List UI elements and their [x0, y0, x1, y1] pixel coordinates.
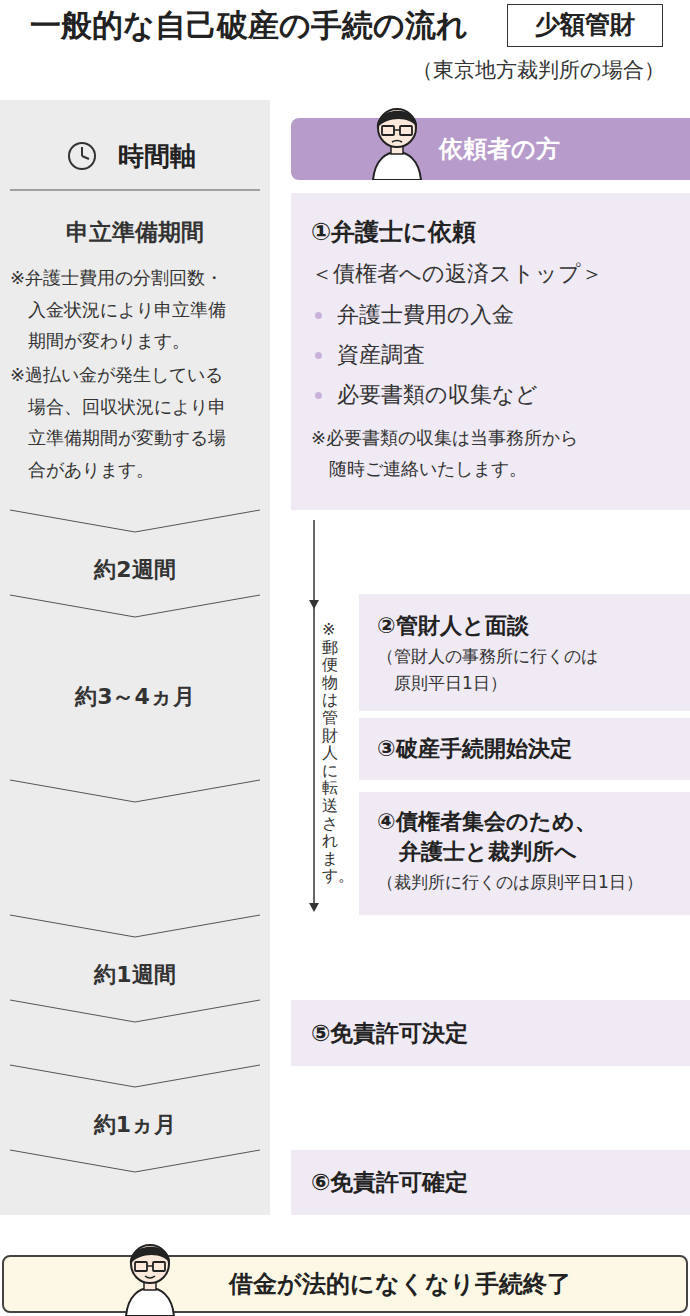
vertical-note: ※郵便物は管財人に転送されます。 — [322, 621, 338, 885]
box-text: （管財人の事務所に行くのは原則平日1日） — [377, 643, 603, 697]
bullet-item: 弁護士費用の入金 — [311, 295, 670, 335]
box-title: ⑤免責許可決定 — [311, 1000, 670, 1066]
bullet-text: 資産調査 — [337, 335, 670, 375]
box-text: ＜債権者への返済ストップ＞ — [311, 259, 670, 289]
box-text: 約2週間 — [0, 555, 270, 585]
bullet-text: 弁護士費用の入金 — [337, 295, 670, 335]
bullet-dot — [315, 312, 322, 319]
box-text: （裁判所に行くのは原則平日1日） — [377, 869, 672, 896]
box-title: ④債権者集会のため、弁護士と裁判所へ — [377, 807, 610, 866]
timeline-panel: 時間軸申立準備期間 ※弁護士費用の分割回数・入金状況により申立準備期間が変わります… — [0, 100, 270, 1215]
box-text: 約1週間 — [0, 960, 270, 990]
box-text: 約3～4ヵ月 — [0, 682, 270, 712]
result-box: 借金が法的になくなり手続終了 — [2, 1255, 688, 1313]
bullet-item: 資産調査 — [311, 335, 670, 375]
box-text: ※弁護士費用の分割回数・入金状況により申立準備期間が変わります。 — [10, 262, 231, 357]
box-title: 時間軸 — [118, 140, 196, 172]
bullet-dot — [315, 392, 322, 399]
box-title: ③破産手続開始決定 — [377, 718, 672, 780]
step-box: ⑤免責許可決定 — [291, 1000, 690, 1066]
box-title: 少額管財 — [508, 5, 662, 45]
badge-box: 少額管財 — [507, 4, 663, 47]
subtitle: （東京地方裁判所の場合） — [412, 55, 665, 85]
bullet-text: 必要書類の収集など — [337, 375, 670, 415]
step-box: ①弁護士に依頼 ＜債権者への返済ストップ＞ 弁護士費用の入金資産調査必要書類の収集な… — [291, 193, 690, 510]
box-title: ⑥免責許可確定 — [311, 1150, 670, 1215]
bullet-dot — [315, 352, 322, 359]
page-title: 一般的な自己破産の手続の流れ — [30, 3, 468, 47]
box-text: ※過払い金が発生している場合、回収状況により申立準備期間が変動する場合があります… — [10, 359, 231, 485]
box-title: ①弁護士に依頼 — [311, 217, 670, 247]
bullet-item: 必要書類の収集など — [311, 375, 670, 415]
step-box: ②管財人と面談（管財人の事務所に行くのは原則平日1日） — [359, 594, 690, 711]
box-title: ②管財人と面談 — [377, 611, 672, 641]
box-title: 借金が法的になくなり手続終了 — [4, 1257, 686, 1311]
box-text: 約1ヵ月 — [0, 1110, 270, 1140]
header-box: 依頼者の方 — [291, 118, 690, 180]
box-text: ※必要書類の収集は当事務所から随時ご連絡いたします。 — [311, 423, 586, 484]
box-title: 依頼者の方 — [291, 118, 690, 180]
client-icon — [365, 96, 429, 180]
box-text: 申立準備期間 — [0, 216, 270, 248]
step-box: ⑥免責許可確定 — [291, 1150, 690, 1215]
step-box: ③破産手続開始決定 — [359, 718, 690, 780]
step-box: ④債権者集会のため、弁護士と裁判所へ （裁判所に行くのは原則平日1日） — [359, 792, 690, 915]
client-icon — [118, 1232, 182, 1316]
